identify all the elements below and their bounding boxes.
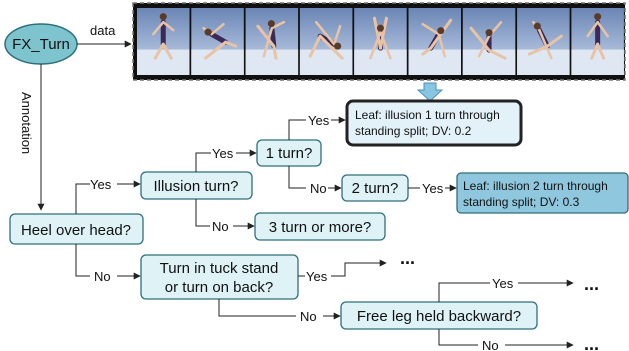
gymnast-figure bbox=[421, 18, 453, 58]
tuck-stand-line1: Turn in tuck stand bbox=[160, 260, 279, 277]
ellipsis-1: ... bbox=[400, 248, 415, 268]
yes-label-6: Yes bbox=[492, 276, 514, 291]
two-turn-node: 2 turn? bbox=[341, 174, 409, 202]
one-turn-node: 1 turn? bbox=[256, 139, 322, 167]
film-frame-floor bbox=[191, 49, 244, 75]
no-label-2: No bbox=[212, 219, 229, 234]
leaf2-line1: Leaf: illusion 2 turn through bbox=[463, 179, 608, 193]
yes-label-5: Yes bbox=[306, 269, 328, 284]
gymnast-figure bbox=[308, 20, 344, 60]
one-turn-label: 1 turn? bbox=[266, 145, 313, 162]
illusion-turn-label: Illusion turn? bbox=[153, 178, 238, 195]
leaf-illusion-1-turn: Leaf: illusion 1 turn through standing s… bbox=[345, 99, 523, 147]
film-frame-floor bbox=[462, 49, 516, 75]
leaf1-line2: standing split; DV: 0.2 bbox=[355, 124, 472, 138]
film-frame-floor bbox=[137, 49, 190, 75]
illusion-turn-node: Illusion turn? bbox=[140, 171, 253, 200]
two-turn-label: 2 turn? bbox=[352, 180, 399, 197]
film-frame-floor bbox=[354, 49, 407, 75]
tuck-stand-node: Turn in tuck stand or turn on back? bbox=[140, 254, 299, 300]
gymnast-figure bbox=[202, 22, 238, 60]
gymnast-figure bbox=[586, 13, 609, 60]
film-frame-floor bbox=[408, 49, 461, 75]
data-edge-label: data bbox=[90, 23, 116, 38]
free-leg-node: Free leg held backward? bbox=[340, 301, 538, 330]
free-leg-label: Free leg held backward? bbox=[357, 308, 521, 325]
leaf-illusion-2-turn: Leaf: illusion 2 turn through standing s… bbox=[456, 172, 629, 214]
heel-over-head-label: Heel over head? bbox=[21, 222, 131, 239]
film-frame-floor bbox=[571, 49, 624, 75]
root-label: FX_Turn bbox=[12, 36, 70, 53]
gymnast-figure bbox=[369, 16, 392, 60]
yes-label-4: Yes bbox=[422, 181, 444, 196]
leaf1-line1: Leaf: illusion 1 turn through bbox=[355, 108, 500, 122]
down-arrow-icon bbox=[416, 82, 444, 102]
annotation-edge-label: Annotation bbox=[19, 92, 34, 154]
yes-label-3: Yes bbox=[308, 113, 330, 128]
leaf2-line2: standing split; DV: 0.3 bbox=[463, 195, 580, 209]
frame-filmstrip bbox=[132, 2, 626, 81]
tuck-stand-line2: or turn on back? bbox=[165, 279, 273, 296]
no-label-3: No bbox=[94, 269, 111, 284]
film-frame-floor bbox=[299, 49, 353, 75]
heel-over-head-node: Heel over head? bbox=[9, 213, 144, 245]
gymnast-figure bbox=[469, 20, 507, 60]
gymnast-figure bbox=[527, 20, 563, 60]
yes-label-2: Yes bbox=[212, 146, 234, 161]
no-label-4: No bbox=[300, 309, 317, 324]
film-frame-floor bbox=[245, 49, 299, 75]
yes-label-1: Yes bbox=[90, 177, 112, 192]
ellipsis-2: ... bbox=[584, 274, 599, 294]
three-turn-node: 3 turn or more? bbox=[254, 212, 386, 241]
root-node: FX_Turn bbox=[4, 23, 78, 65]
gymnast-figure bbox=[152, 13, 175, 60]
no-label-1: No bbox=[310, 181, 327, 196]
gymnast-figure bbox=[256, 20, 286, 60]
three-turn-label: 3 turn or more? bbox=[269, 219, 372, 236]
ellipsis-3: ... bbox=[584, 334, 599, 351]
no-label-5: No bbox=[482, 338, 499, 351]
film-frame-floor bbox=[517, 49, 570, 75]
